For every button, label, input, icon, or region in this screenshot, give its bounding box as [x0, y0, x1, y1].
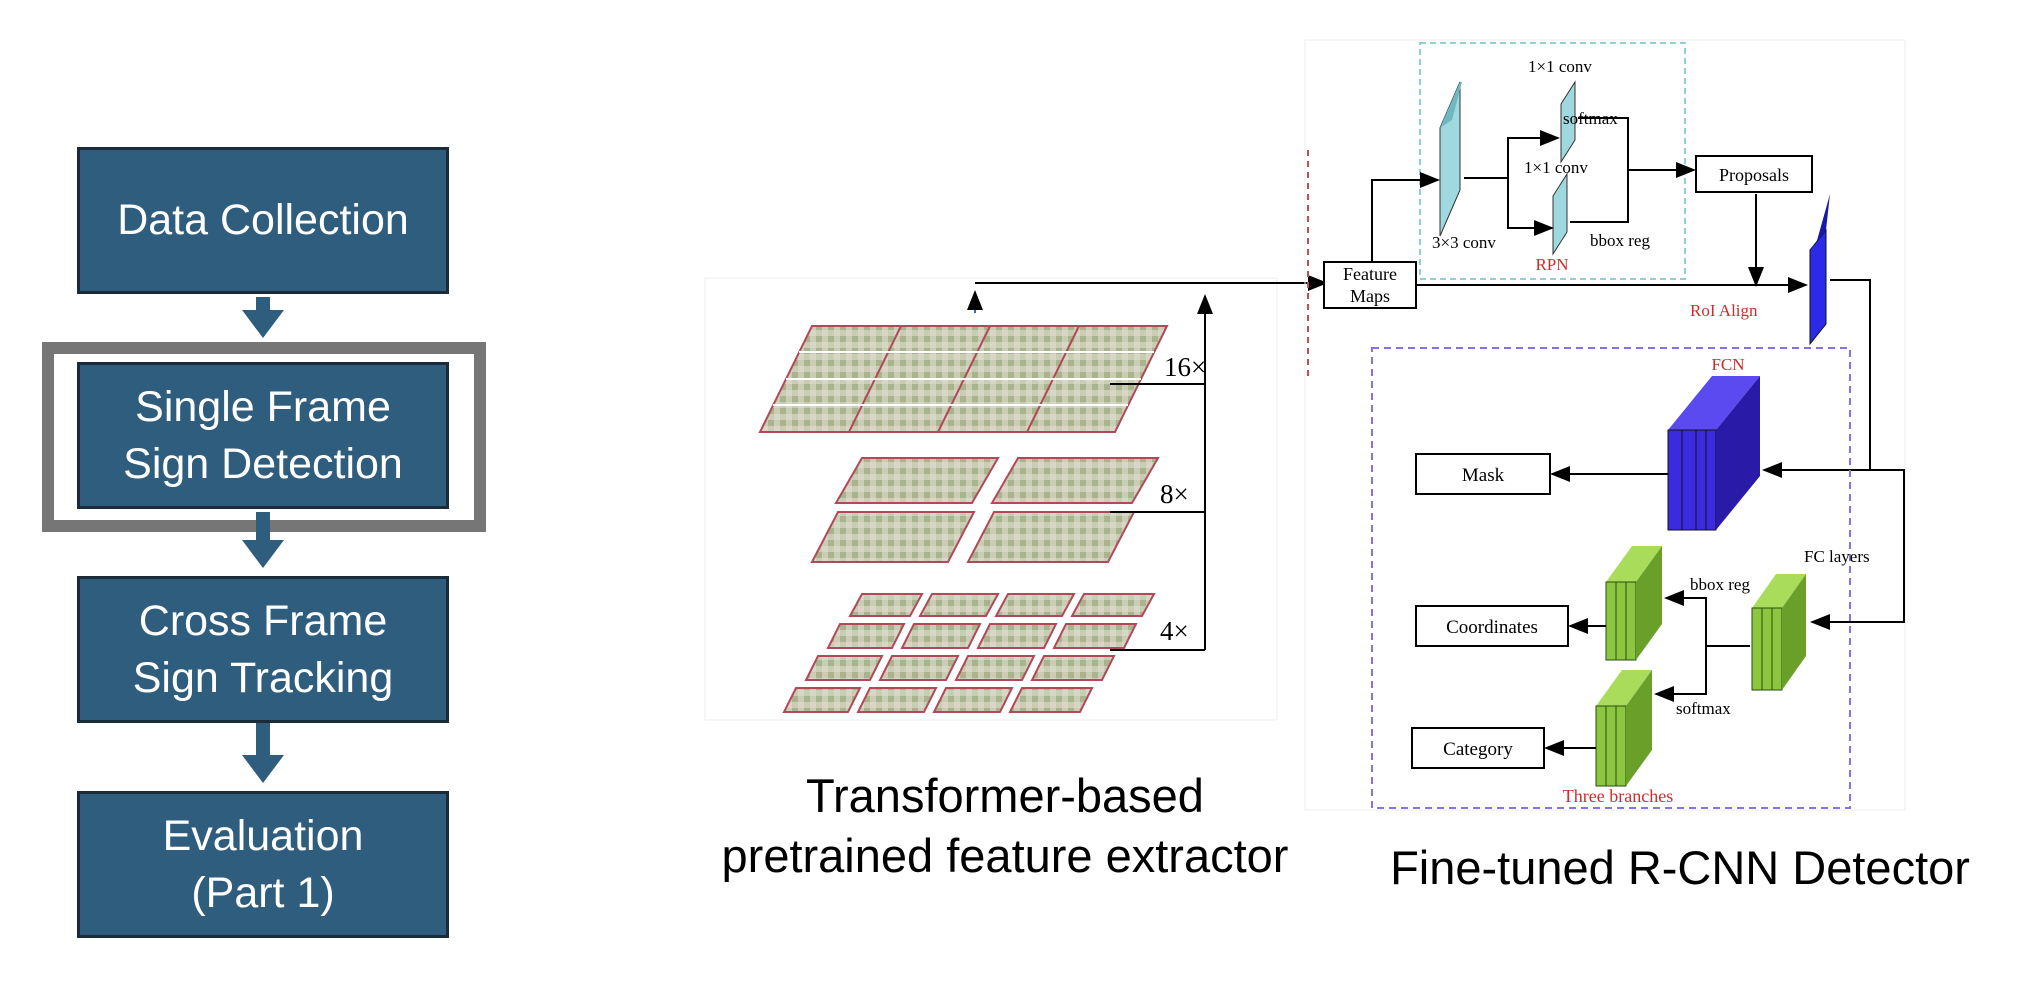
- roi-align-label: RoI Align: [1690, 301, 1758, 320]
- feature-maps-box: [1323, 261, 1417, 309]
- step-cross-frame-line2: Sign Tracking: [132, 653, 394, 702]
- flow-arrow-3-head: [242, 755, 284, 783]
- pyramid-level-4x: [782, 593, 1156, 713]
- scale-label-16x: 16×: [1164, 352, 1206, 382]
- head-bbox-reg-label: bbox reg: [1690, 575, 1750, 594]
- head-connectors: [1544, 590, 1750, 756]
- conv3x3-label: 3×3 conv: [1432, 233, 1496, 252]
- step-single-frame-line2: Sign Detection: [123, 439, 403, 488]
- fcn-block: [1667, 376, 1760, 531]
- step-single-frame-line1: Single Frame: [135, 382, 391, 431]
- mask-label: Mask: [1462, 465, 1505, 486]
- roi-align-block-side: [1810, 194, 1830, 250]
- pyramid-level-16x: [758, 325, 1169, 433]
- category-label: Category: [1443, 739, 1513, 760]
- scale-label-8x: 8×: [1160, 479, 1189, 509]
- softmax-block: [1595, 670, 1652, 787]
- step-data-collection-label: Data Collection: [117, 196, 409, 244]
- rpn-region: [1419, 42, 1686, 280]
- step-single-frame-detection: Single Frame Sign Detection: [77, 362, 449, 509]
- conv1x1-mid-label: 1×1 conv: [1524, 158, 1588, 177]
- flow-arrow-1-shaft: [256, 297, 270, 311]
- step-data-collection: Data Collection: [77, 147, 449, 294]
- bbox-reg-block: [1605, 546, 1662, 661]
- flow-arrow-2-head: [242, 540, 284, 568]
- extractor-caption-line1: Transformer-based: [806, 769, 1204, 822]
- pyramid-connectors: [967, 275, 1328, 651]
- mask-box: [1415, 453, 1551, 495]
- flow-arrow-1-head: [242, 310, 284, 338]
- head-region: [1371, 347, 1851, 809]
- conv1x1-top-label: 1×1 conv: [1528, 57, 1592, 76]
- rpn-conv1x1-bottom-block: [1552, 172, 1568, 256]
- step-evaluation-line1: Evaluation: [162, 811, 364, 860]
- extractor-caption-line2: pretrained feature extractor: [721, 829, 1289, 882]
- rpn-connectors: [1371, 117, 1905, 630]
- highlight-frame: [42, 342, 486, 532]
- step-evaluation: Evaluation (Part 1): [77, 791, 449, 938]
- step-evaluation-line2: (Part 1): [191, 868, 335, 917]
- proposals-label: Proposals: [1719, 165, 1789, 185]
- pyramid-frame: [704, 277, 1278, 721]
- step-cross-frame-line1: Cross Frame: [138, 596, 388, 645]
- step-cross-frame-tracking: Cross Frame Sign Tracking: [77, 576, 449, 723]
- detector-caption: Fine-tuned R-CNN Detector: [1390, 841, 1970, 894]
- head-softmax-label: softmax: [1676, 699, 1731, 718]
- fc-layers-block: [1751, 574, 1806, 691]
- extractor-caption: Transformer-based pretrained feature ext…: [660, 766, 1350, 886]
- three-branches-label: Three branches: [1563, 786, 1673, 806]
- proposals-box: [1695, 155, 1813, 193]
- detector-frame: [1304, 39, 1906, 811]
- pyramid-level-8x: [810, 457, 1160, 563]
- fcn-label: FCN: [1711, 355, 1744, 374]
- rpn-label: RPN: [1535, 255, 1568, 274]
- flow-arrow-3-shaft: [256, 723, 270, 757]
- flow-arrow-2-shaft: [256, 512, 270, 542]
- rpn-conv3x3-block: [1439, 81, 1462, 237]
- rpn-conv1x1-top-block: [1560, 80, 1576, 164]
- feature-maps-line2: Maps: [1350, 286, 1390, 306]
- scale-label-4x: 4×: [1160, 616, 1189, 646]
- coordinates-box: [1415, 605, 1569, 647]
- feature-maps-line1: Feature: [1343, 264, 1397, 284]
- coordinates-label: Coordinates: [1446, 617, 1538, 638]
- fc-layers-label: FC layers: [1804, 547, 1870, 566]
- rpn-bbox-reg-label: bbox reg: [1590, 231, 1650, 250]
